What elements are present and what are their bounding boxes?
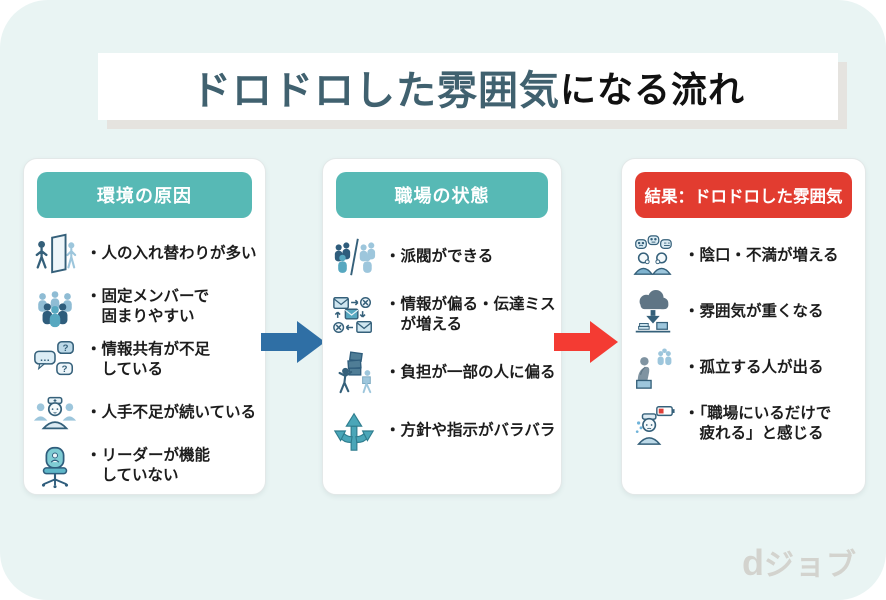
- door-people-icon: [32, 231, 78, 277]
- tired-battery-icon: [630, 401, 676, 447]
- mail-error-icon: [331, 292, 377, 338]
- card-rows: ・派閥ができる: [323, 234, 561, 454]
- list-item-text: ・陰口・不満が増える: [684, 246, 839, 264]
- list-item-text: ・負担が一部の人に偏る: [385, 363, 556, 381]
- flow-arrow-red: [554, 321, 618, 363]
- page-title-accent: ドロドロした雰囲気: [190, 68, 560, 113]
- list-item-text: ・孤立する人が出る: [684, 358, 824, 376]
- speech-bubbles-icon: … ? ?: [32, 337, 78, 383]
- list-item-text: ・方針や指示がバラバラ: [385, 421, 556, 439]
- svg-text:…: …: [40, 352, 51, 364]
- svg-text:?: ?: [63, 343, 69, 354]
- page-title-rest: になる流れ: [559, 68, 745, 110]
- list-item-text: ・情報共有が不足 している: [86, 340, 211, 378]
- list-item: ・人手不足が続いている: [24, 390, 265, 436]
- card-environment-causes: 環境の原因 ・人の入れ替わりが多い: [23, 158, 266, 495]
- list-item-text: ・リーダーが機能 していない: [86, 446, 211, 484]
- title-banner: ドロドロした雰囲気になる流れ: [98, 53, 838, 120]
- list-item-text: ・雰囲気が重くなる: [684, 302, 824, 320]
- list-item-text: ・固定メンバーで 固まりやすい: [86, 287, 210, 325]
- list-item: ・「職場にいるだけで 疲れる」と感じる: [622, 401, 865, 447]
- list-item: ・リーダーが機能 していない: [24, 443, 265, 489]
- list-item: ・方針や指示がバラバラ: [323, 408, 561, 454]
- card-header-workplace: 職場の状態: [336, 172, 548, 218]
- card-result: 結果：ドロドロした雰囲気: [621, 158, 866, 495]
- list-item: ・人の入れ替わりが多い: [24, 231, 265, 277]
- list-item-text: ・情報が偏る・伝達ミス が増える: [385, 295, 556, 333]
- branch-arrows-icon: [331, 408, 377, 454]
- card-workplace-state: 職場の状態 ・派閥ができる: [322, 158, 562, 495]
- card-header-environment: 環境の原因: [37, 172, 252, 218]
- list-item: ・雰囲気が重くなる: [622, 289, 865, 335]
- list-item-text: ・人の入れ替わりが多い: [86, 244, 257, 262]
- card-rows: ・陰口・不満が増える: [622, 233, 865, 447]
- list-item: … ? ? ・情報共有が不足 している: [24, 337, 265, 383]
- list-item: ・情報が偏る・伝達ミス が増える: [323, 292, 561, 338]
- list-item: ・陰口・不満が増える: [622, 233, 865, 279]
- empty-chair-icon: [32, 443, 78, 489]
- dark-cloud-icon: [630, 289, 676, 335]
- split-groups-icon: [331, 234, 377, 280]
- gossip-icon: [630, 233, 676, 279]
- carry-boxes-icon: [331, 350, 377, 396]
- crowd-icon: [32, 284, 78, 330]
- isolated-person-icon: [630, 345, 676, 391]
- list-item: ・固定メンバーで 固まりやすい: [24, 284, 265, 330]
- d-job-logo-d: d: [742, 542, 764, 583]
- list-item: ・孤立する人が出る: [622, 345, 865, 391]
- card-rows: ・人の入れ替わりが多い ・固定メンバーで 固まりやすい: [24, 231, 265, 489]
- list-item-text: ・派閥ができる: [385, 247, 494, 265]
- list-item: ・派閥ができる: [323, 234, 561, 280]
- nurse-group-icon: [32, 390, 78, 436]
- flow-arrow-blue: [261, 321, 325, 363]
- card-header-result: 結果：ドロドロした雰囲気: [635, 172, 852, 218]
- list-item-text: ・人手不足が続いている: [86, 403, 257, 421]
- list-item-text: ・「職場にいるだけで 疲れる」と感じる: [684, 404, 832, 442]
- svg-text:?: ?: [62, 364, 68, 375]
- list-item: ・負担が一部の人に偏る: [323, 350, 561, 396]
- d-job-logo-text: ジョブ: [764, 549, 857, 582]
